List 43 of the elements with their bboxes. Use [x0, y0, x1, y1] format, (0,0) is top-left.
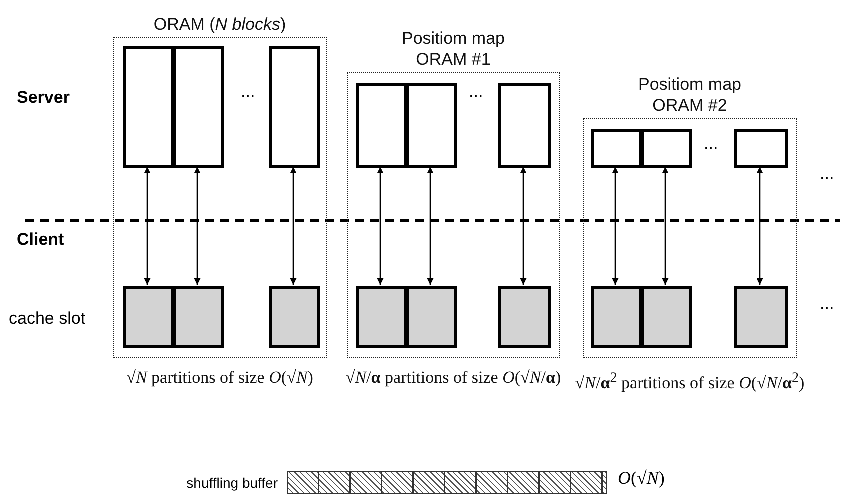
server-partition-box — [498, 83, 551, 168]
cache-slot-box — [734, 286, 788, 348]
ellipsis-mark: ... — [820, 294, 834, 314]
double-arrow — [427, 167, 434, 285]
cache-slot-box — [406, 286, 457, 348]
double-arrow — [194, 167, 201, 285]
ellipsis-mark: ... — [241, 82, 256, 102]
ellipsis-mark: ... — [704, 134, 718, 154]
server-partition-box — [356, 83, 407, 168]
partition-caption: √N/α partitions of size O(√N/α) — [344, 367, 562, 389]
row-label: Server — [17, 88, 70, 108]
server-partition-box — [173, 46, 224, 168]
cache-slot-box — [356, 286, 407, 348]
server-partition-box — [591, 129, 642, 168]
double-arrow — [520, 167, 527, 285]
partition-caption: √N/α$^{2}$ partitions of size O(√N/α$^{2}$) — [574, 369, 806, 395]
partition-caption: √N partitions of size O(√N) — [126, 367, 314, 389]
server-partition-box — [406, 83, 457, 168]
group-heading: Positiom map ORAM #2 — [638, 74, 742, 116]
ellipsis-mark: ... — [820, 164, 834, 184]
double-arrow — [756, 167, 764, 285]
group-heading: Positiom map ORAM #1 — [401, 28, 506, 70]
server-partition-box — [269, 46, 320, 168]
double-arrow — [377, 167, 384, 285]
ellipsis-mark: ... — [469, 82, 484, 102]
server-partition-box — [734, 129, 788, 168]
buffer-size-label: O(√N) — [618, 468, 665, 489]
cache-slot-box — [591, 286, 642, 348]
double-arrow — [144, 167, 151, 285]
cache-slot-box — [123, 286, 174, 348]
cache-slot-box — [173, 286, 224, 348]
server-partition-box — [641, 129, 692, 168]
row-label: Client — [17, 230, 64, 250]
cache-slot-box — [498, 286, 551, 348]
buffer-label: shuffling buffer — [186, 475, 278, 491]
double-arrow — [290, 167, 297, 285]
server-partition-box — [123, 46, 174, 168]
cache-slot-box — [641, 286, 692, 348]
row-label: cache slot — [9, 309, 86, 329]
double-arrow — [662, 167, 669, 285]
double-arrow — [612, 167, 619, 285]
cache-slot-box — [269, 286, 320, 348]
group-heading: ORAM (N blocks) — [152, 14, 288, 35]
